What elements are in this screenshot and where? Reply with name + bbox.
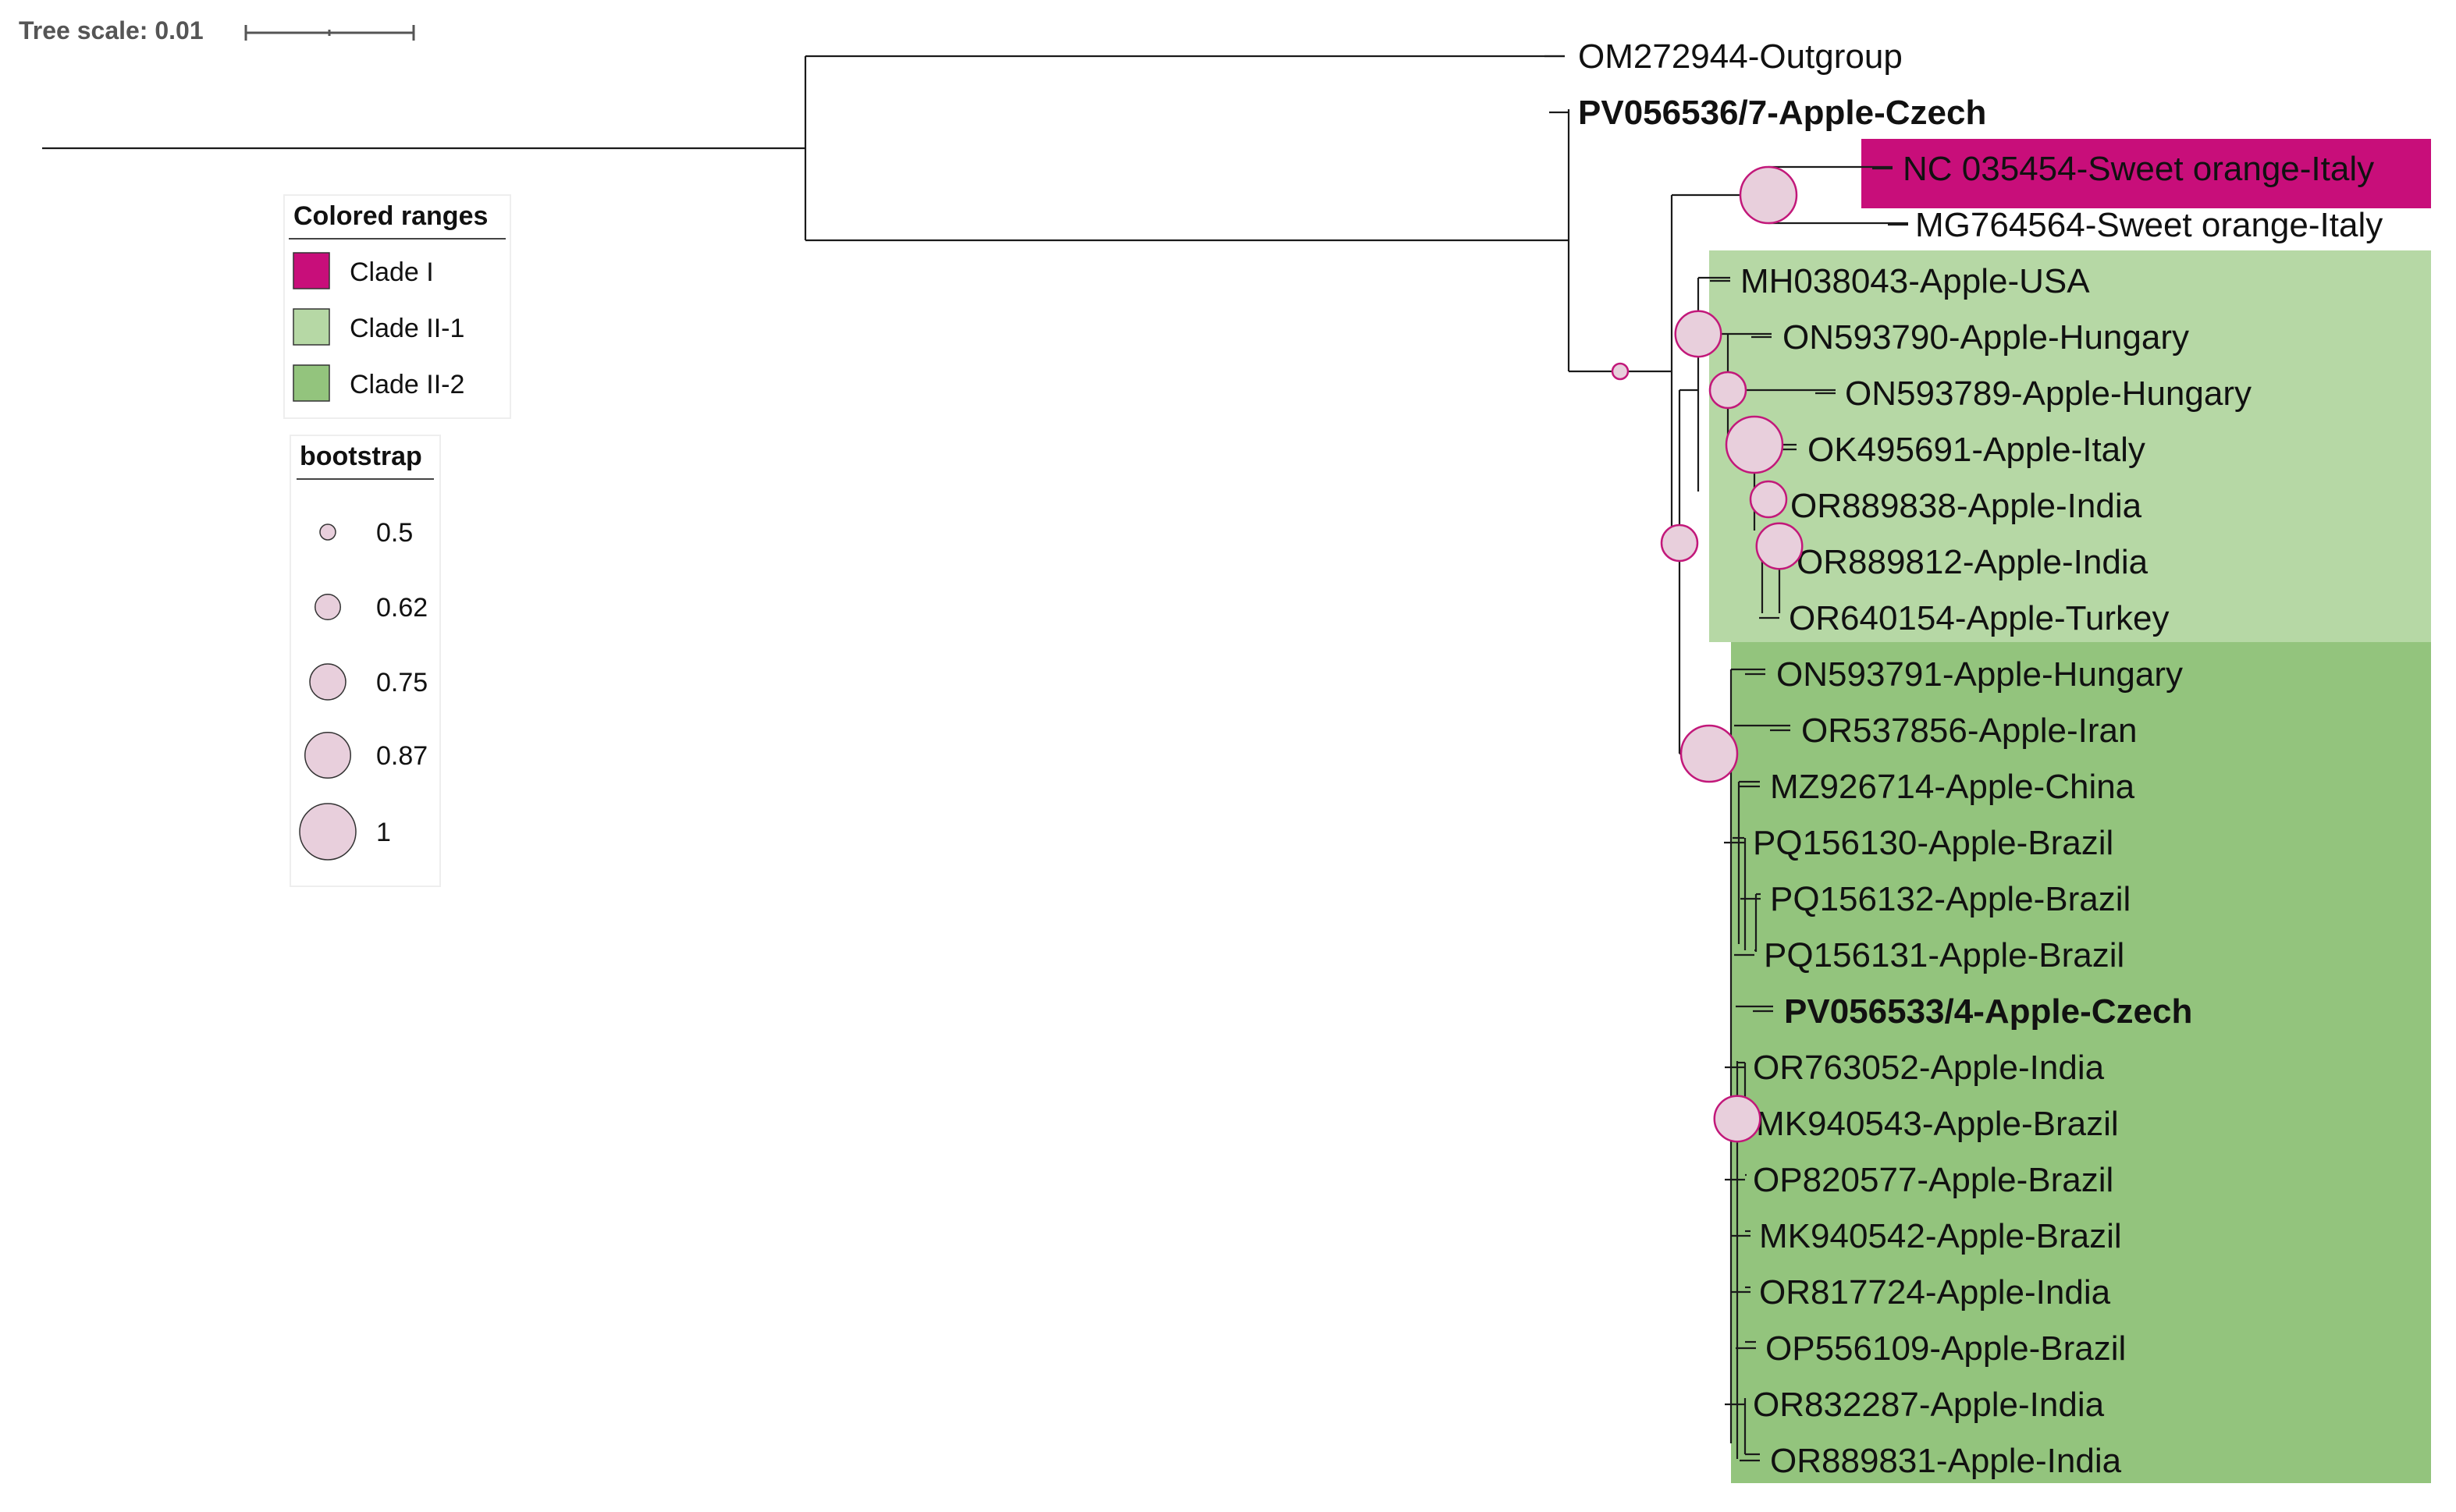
taxon-label: PQ156132-Apple-Brazil [1770, 880, 2131, 918]
legend-ranges-title: Colored ranges [293, 201, 488, 231]
bootstrap-markers [1611, 165, 1804, 1143]
legend-bootstrap-circle [299, 803, 357, 861]
bootstrap-circle [1725, 415, 1784, 474]
bootstrap-circle [1755, 522, 1804, 570]
taxon-label: MK940543-Apple-Brazil [1756, 1105, 2119, 1143]
taxon-label: PV056533/4-Apple-Czech [1784, 992, 2192, 1031]
legend-bootstrap-circle [304, 732, 351, 779]
bootstrap-circle [1749, 480, 1788, 519]
clade-range-clade-ii-1 [1709, 250, 2431, 642]
legend-swatch [293, 364, 330, 402]
taxon-label: ON593789-Apple-Hungary [1845, 374, 2252, 413]
bootstrap-circle [1713, 1095, 1761, 1143]
taxon-label: MZ926714-Apple-China [1770, 768, 2135, 806]
legend-bootstrap-circle [309, 663, 347, 701]
tree-scale: Tree scale: 0.01 [19, 16, 415, 44]
legend-bootstrap: bootstrap 0.5 0.62 0.75 0.87 1 [290, 435, 441, 887]
legend-bootstrap-circle [319, 524, 336, 541]
taxon-label: OK495691-Apple-Italy [1807, 431, 2145, 469]
clade-ranges [1709, 139, 2431, 1483]
taxon-label: NC 035454-Sweet orange-Italy [1903, 150, 2374, 188]
taxon-label: PQ156130-Apple-Brazil [1753, 824, 2113, 862]
clade-range-clade-ii-2 [1731, 642, 2431, 1483]
taxon-label: OR537856-Apple-Iran [1801, 712, 2137, 750]
taxon-label: OR889838-Apple-India [1790, 487, 2142, 525]
taxon-label: MK940542-Apple-Brazil [1759, 1217, 2122, 1255]
taxon-label: MG764564-Sweet orange-Italy [1915, 206, 2383, 244]
legend-bootstrap-label: 0.62 [376, 593, 428, 623]
taxon-label: PQ156131-Apple-Brazil [1764, 936, 2124, 974]
legend-bootstrap-circle [315, 594, 341, 620]
tree-branches [42, 55, 1908, 1462]
bootstrap-circle [1674, 310, 1722, 358]
legend-bootstrap-label: 0.75 [376, 668, 428, 697]
taxon-label: OP556109-Apple-Brazil [1765, 1329, 2126, 1368]
bootstrap-circle [1679, 724, 1739, 783]
taxon-label: OR832287-Apple-India [1753, 1386, 2105, 1424]
clade-range-clade-i [1861, 139, 2431, 208]
taxon-label: OR817724-Apple-India [1759, 1273, 2111, 1311]
legend-bootstrap-label: 0.5 [376, 518, 413, 548]
legend-swatch [293, 308, 330, 346]
taxon-label: OR640154-Apple-Turkey [1789, 599, 2170, 637]
taxon-label: PV056536/7-Apple-Czech [1578, 94, 1986, 132]
tree-scale-bar [244, 25, 415, 41]
taxon-label: OR763052-Apple-India [1753, 1049, 2105, 1087]
legend-range-label: Clade I [350, 257, 434, 287]
taxon-label: OM272944-Outgroup [1578, 37, 1903, 76]
tree-scale-label: Tree scale: 0.01 [19, 16, 204, 44]
taxon-label: OR889831-Apple-India [1770, 1442, 2122, 1480]
legend-swatch [293, 252, 330, 289]
taxon-label: ON593791-Apple-Hungary [1776, 655, 2183, 694]
taxon-label: OP820577-Apple-Brazil [1753, 1161, 2113, 1199]
bootstrap-circle [1708, 371, 1747, 410]
bootstrap-circle [1660, 524, 1699, 563]
bootstrap-circle [1739, 165, 1798, 225]
taxon-label: OR889812-Apple-India [1797, 543, 2149, 581]
taxon-labels: OM272944-OutgroupPV056536/7-Apple-CzechN… [1578, 37, 2383, 1480]
legend-bootstrap-title: bootstrap [300, 442, 422, 471]
legend-range-label: Clade II-1 [350, 314, 464, 343]
bootstrap-circle [1611, 362, 1630, 381]
taxon-label: MH038043-Apple-USA [1740, 262, 2090, 300]
legend-bootstrap-label: 0.87 [376, 741, 428, 771]
legend-bootstrap-label: 1 [376, 818, 391, 847]
taxon-label: ON593790-Apple-Hungary [1782, 318, 2189, 357]
legend-range-label: Clade II-2 [350, 370, 464, 399]
